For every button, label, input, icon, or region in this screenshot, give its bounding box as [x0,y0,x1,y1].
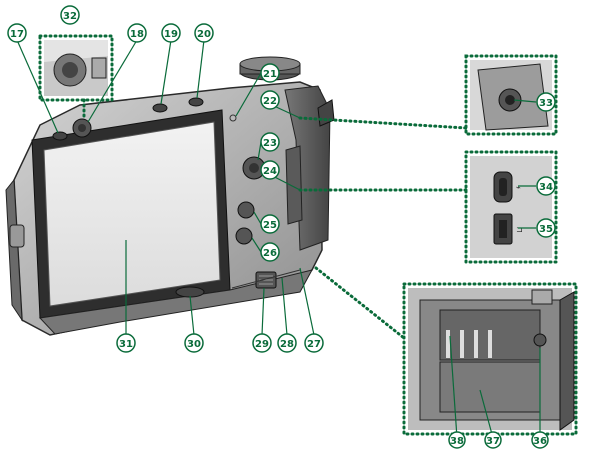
button-20 [188,97,204,107]
svg-text:28: 28 [280,339,294,350]
q-button [237,201,255,219]
callout-29: 29 [252,333,272,353]
callout-31: 31 [116,333,136,353]
camera-body [5,56,335,336]
inset-af-on [38,34,114,120]
callout-21: 21 [260,63,280,83]
svg-text:36: 36 [533,436,547,447]
svg-text:27: 27 [307,339,321,350]
button-17 [52,131,68,141]
callouts: 17 18 19 20 21 22 23 24 25 26 27 28 29 3… [7,5,556,449]
svg-text:31: 31 [119,339,133,350]
inset-usb-hdmi: ⌁ ⊐ [464,150,558,264]
usb-icon: ⌁ [516,183,521,192]
button-19 [152,103,168,113]
svg-text:35: 35 [539,224,553,235]
callout-32: 32 [60,5,80,25]
callout-37: 37 [484,431,502,449]
callout-35: 35 [536,218,556,238]
callout-18: 18 [127,23,147,43]
svg-text:34: 34 [539,182,553,193]
callout-27: 27 [304,333,324,353]
svg-text:26: 26 [263,248,277,259]
svg-text:17: 17 [10,29,24,40]
tripod-mount [175,286,205,298]
svg-text:30: 30 [187,339,201,350]
svg-text:18: 18 [130,29,144,40]
callout-22: 22 [260,90,280,110]
callout-25: 25 [260,214,280,234]
callout-38: 38 [448,431,466,449]
svg-text:29: 29 [255,339,269,350]
callout-28: 28 [277,333,297,353]
lcd-monitor [43,121,221,307]
svg-text:33: 33 [539,98,553,109]
hdmi-icon: ⊐ [516,225,523,234]
svg-text:24: 24 [263,166,277,177]
indicator-lamp [229,114,237,122]
svg-text:25: 25 [263,220,277,231]
thumb-grip [284,85,331,251]
svg-text:37: 37 [486,436,500,447]
callout-36: 36 [531,431,549,449]
inset-battery-chamber [402,282,578,436]
callout-17: 17 [7,23,27,43]
callout-20: 20 [194,23,214,43]
callout-34: 34 [536,176,556,196]
callout-19: 19 [161,23,181,43]
back-button [235,227,253,245]
svg-text:38: 38 [450,436,464,447]
callout-23: 23 [260,132,280,152]
svg-text:21: 21 [263,69,277,80]
svg-text:32: 32 [63,11,77,22]
svg-text:20: 20 [197,29,211,40]
svg-text:22: 22 [263,96,277,107]
inset-connectors [298,116,468,340]
leader-lines [16,39,541,439]
inset-remote-jack [464,54,558,136]
connector-cover [285,145,303,225]
callout-33: 33 [536,92,556,112]
svg-text:23: 23 [263,138,277,149]
callout-30: 30 [184,333,204,353]
callout-26: 26 [260,242,280,262]
svg-text:19: 19 [164,29,178,40]
callout-24: 24 [260,160,280,180]
